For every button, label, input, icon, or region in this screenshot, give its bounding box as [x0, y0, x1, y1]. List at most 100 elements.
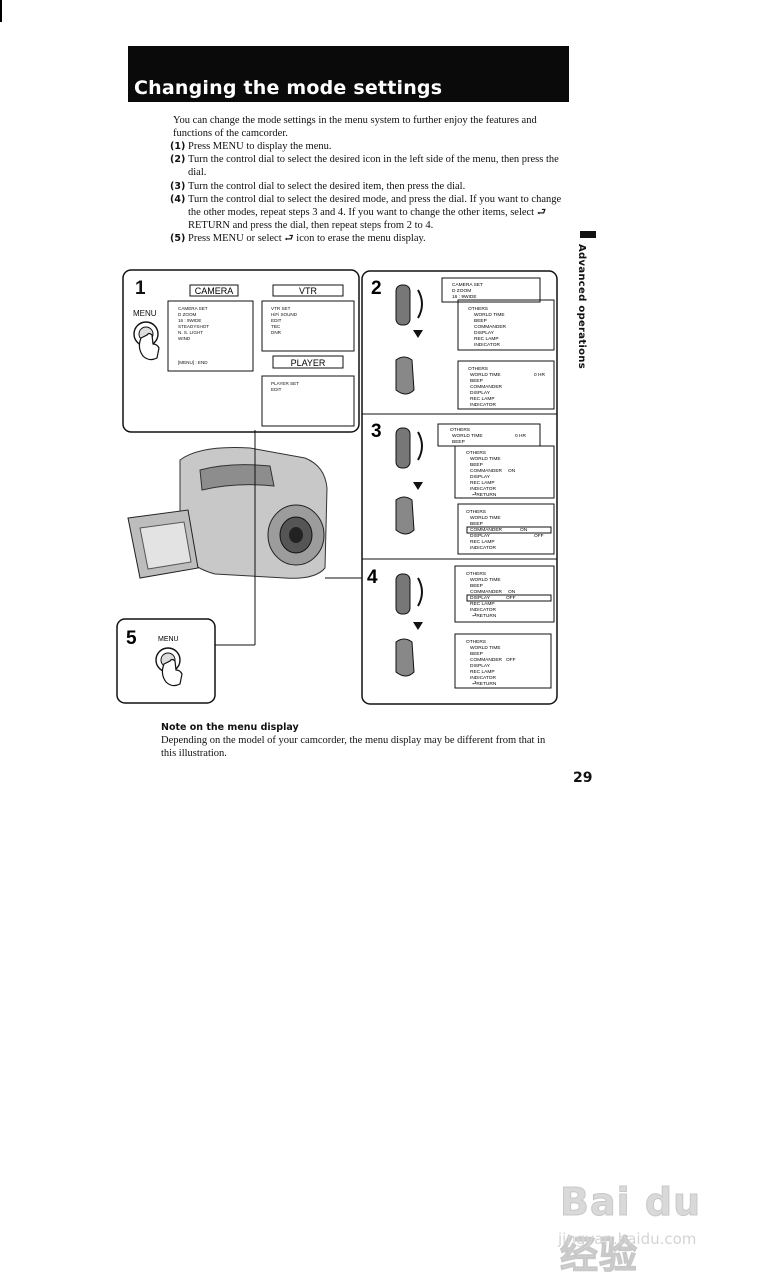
menu-line: INDICATOR [474, 342, 500, 348]
menu-value: OFF [506, 657, 516, 663]
menu-line: REC LAMP [470, 669, 494, 675]
menu-line: VTR SET [271, 306, 291, 311]
panel-2-bottom-menu: OTHERS WORLD TIME BEEP COMMANDER DISPLAY… [468, 366, 503, 408]
step-number: (5) [170, 233, 186, 245]
menu-line: [MENU] : END [178, 360, 208, 365]
menu-line: DISPLAY [470, 474, 491, 480]
menu-line: DNR [271, 330, 282, 335]
player-menu-lines: PLAYER SET EDIT [271, 381, 300, 392]
menu-value: ON [508, 468, 516, 474]
menu-line: D ZOOM [178, 312, 197, 317]
menu-line: INDICATOR [470, 486, 496, 492]
menu-line: COMMANDER [470, 384, 503, 390]
menu-value: ON [508, 589, 516, 595]
step-item: (3)Turn the control dial to select the d… [170, 180, 570, 193]
panel-5: 5 MENU [116, 618, 255, 704]
menu-line: OTHERS [466, 509, 486, 515]
panel-5-number: 5 [126, 628, 137, 649]
section-header: Changing the mode settings [128, 46, 569, 102]
menu-line: COMMANDER [474, 324, 507, 330]
section-tab-marker [580, 231, 596, 238]
menu-value: 0 HR [534, 372, 545, 378]
player-menu-title: PLAYER [291, 358, 326, 368]
step-number: (4) [170, 193, 186, 205]
menu-line: 16 : 9WIDE [452, 294, 477, 300]
menu-line: DISPLAY [470, 663, 491, 669]
menu-line: REC LAMP [470, 539, 494, 545]
panel-3-mid-menu: OTHERS WORLD TIME BEEP COMMANDER DISPLAY… [466, 450, 503, 498]
menu-line: N. S. LIGHT [178, 330, 203, 335]
camcorder-image [127, 430, 362, 645]
note-text: Depending on the model of your camcorder… [161, 735, 546, 759]
menu-line: WORLD TIME [470, 372, 501, 378]
panel-2-mid-menu: OTHERS WORLD TIME BEEP COMMANDER DISPLAY… [468, 306, 507, 348]
menu-line: WORLD TIME [470, 515, 501, 521]
menu-line: 16 : 9WIDE [178, 318, 202, 323]
menu-line: REC LAMP [470, 601, 494, 607]
steps-list: (1)Press MENU to display the menu. (2)Tu… [170, 140, 570, 246]
menu-line: WORLD TIME [470, 577, 501, 583]
menu-line: REC LAMP [470, 480, 494, 486]
menu-line: WORLD TIME [474, 312, 505, 318]
menu-line: OTHERS [468, 366, 488, 372]
menu-line: D ZOOM [452, 288, 471, 294]
panels-2-4: 2 CAMERA SET D ZOOM 16 : 9WIDE OTHERS WO… [361, 270, 558, 705]
baidu-watermark: Bai du 经验 jingyan.baidu.com [550, 1160, 740, 1278]
step-item: (4)Turn the control dial to select the d… [170, 193, 570, 233]
menu-line: COMMANDER [470, 468, 503, 474]
menu-line: PLAYER SET [271, 381, 299, 386]
step-text: Turn the control dial to select the desi… [188, 193, 562, 232]
menu-line: INDICATOR [470, 607, 496, 613]
menu-line: EDIT [271, 318, 282, 323]
menu-line: OTHERS [466, 639, 486, 645]
menu-line: BEEP [470, 378, 483, 384]
menu-line: HiFi SOUND [271, 312, 298, 317]
menu-line: WORLD TIME [452, 433, 483, 439]
menu-line: CAMERA SET [452, 282, 483, 288]
menu-line: INDICATOR [470, 545, 496, 551]
menu-button-icon [155, 647, 183, 687]
note-title: Note on the menu display [161, 722, 299, 733]
menu-label: MENU [133, 309, 157, 318]
menu-line: EDIT [271, 387, 282, 392]
menu-value: OFF [506, 595, 516, 601]
menu-line: ⮐RETURN [472, 613, 497, 619]
menu-line: COMMANDER [470, 589, 503, 595]
panel-1: 1 MENU CAMERA VTR CAMERA SET D ZOOM 16 :… [122, 269, 360, 433]
menu-line: REC LAMP [470, 396, 494, 402]
menu-line: BEEP [470, 521, 483, 527]
step-item: (5)Press MENU or select ⮐ icon to erase … [170, 232, 570, 245]
step-number: (3) [170, 180, 186, 192]
menu-value: ON [520, 527, 528, 533]
menu-line: DISPLAY [470, 533, 491, 539]
page-title: Changing the mode settings [134, 77, 443, 99]
panel-3-bottom-menu: OTHERS WORLD TIME BEEP COMMANDER DISPLAY… [466, 509, 503, 551]
camera-menu-lines: CAMERA SET D ZOOM 16 : 9WIDE STEADYSHOT … [178, 306, 210, 365]
step-text: Press MENU to display the menu. [188, 141, 332, 152]
menu-line: DISPLAY [474, 330, 495, 336]
menu-line: ⮐RETURN [472, 492, 497, 498]
menu-line: COMMANDER [470, 527, 503, 533]
menu-line: OTHERS [468, 306, 488, 312]
step-text: Turn the control dial to select the desi… [188, 180, 466, 192]
panel-3-number: 3 [371, 421, 382, 442]
menu-line: INDICATOR [470, 402, 496, 408]
step-number: (1) [170, 141, 186, 152]
menu-line: TBC [271, 324, 281, 329]
menu-line: COMMANDER [470, 657, 503, 663]
menu-line: REC LAMP [474, 336, 498, 342]
menu-line: WORLD TIME [470, 645, 501, 651]
menu-line: OTHERS [450, 427, 470, 433]
watermark-url: jingyan.baidu.com [558, 1230, 697, 1248]
intro-paragraph: You can change the mode settings in the … [173, 115, 537, 139]
menu-value: OFF [534, 533, 544, 539]
menu-line: ⮐RETURN [472, 681, 497, 687]
vtr-menu-title: VTR [299, 286, 318, 296]
panel-2-top-menu: CAMERA SET D ZOOM 16 : 9WIDE [452, 282, 484, 300]
panel-4-top-menu: OTHERS WORLD TIME BEEP COMMANDER DISPLAY… [466, 571, 503, 619]
control-dial-icon [133, 321, 160, 361]
panel-4-bottom-menu: OTHERS WORLD TIME BEEP COMMANDER DISPLAY… [466, 639, 503, 687]
page-edge-mark [0, 0, 2, 22]
watermark-brand: Bai du 经验 [560, 1180, 702, 1278]
step-text: Press MENU or select ⮐ icon to erase the… [188, 233, 426, 245]
